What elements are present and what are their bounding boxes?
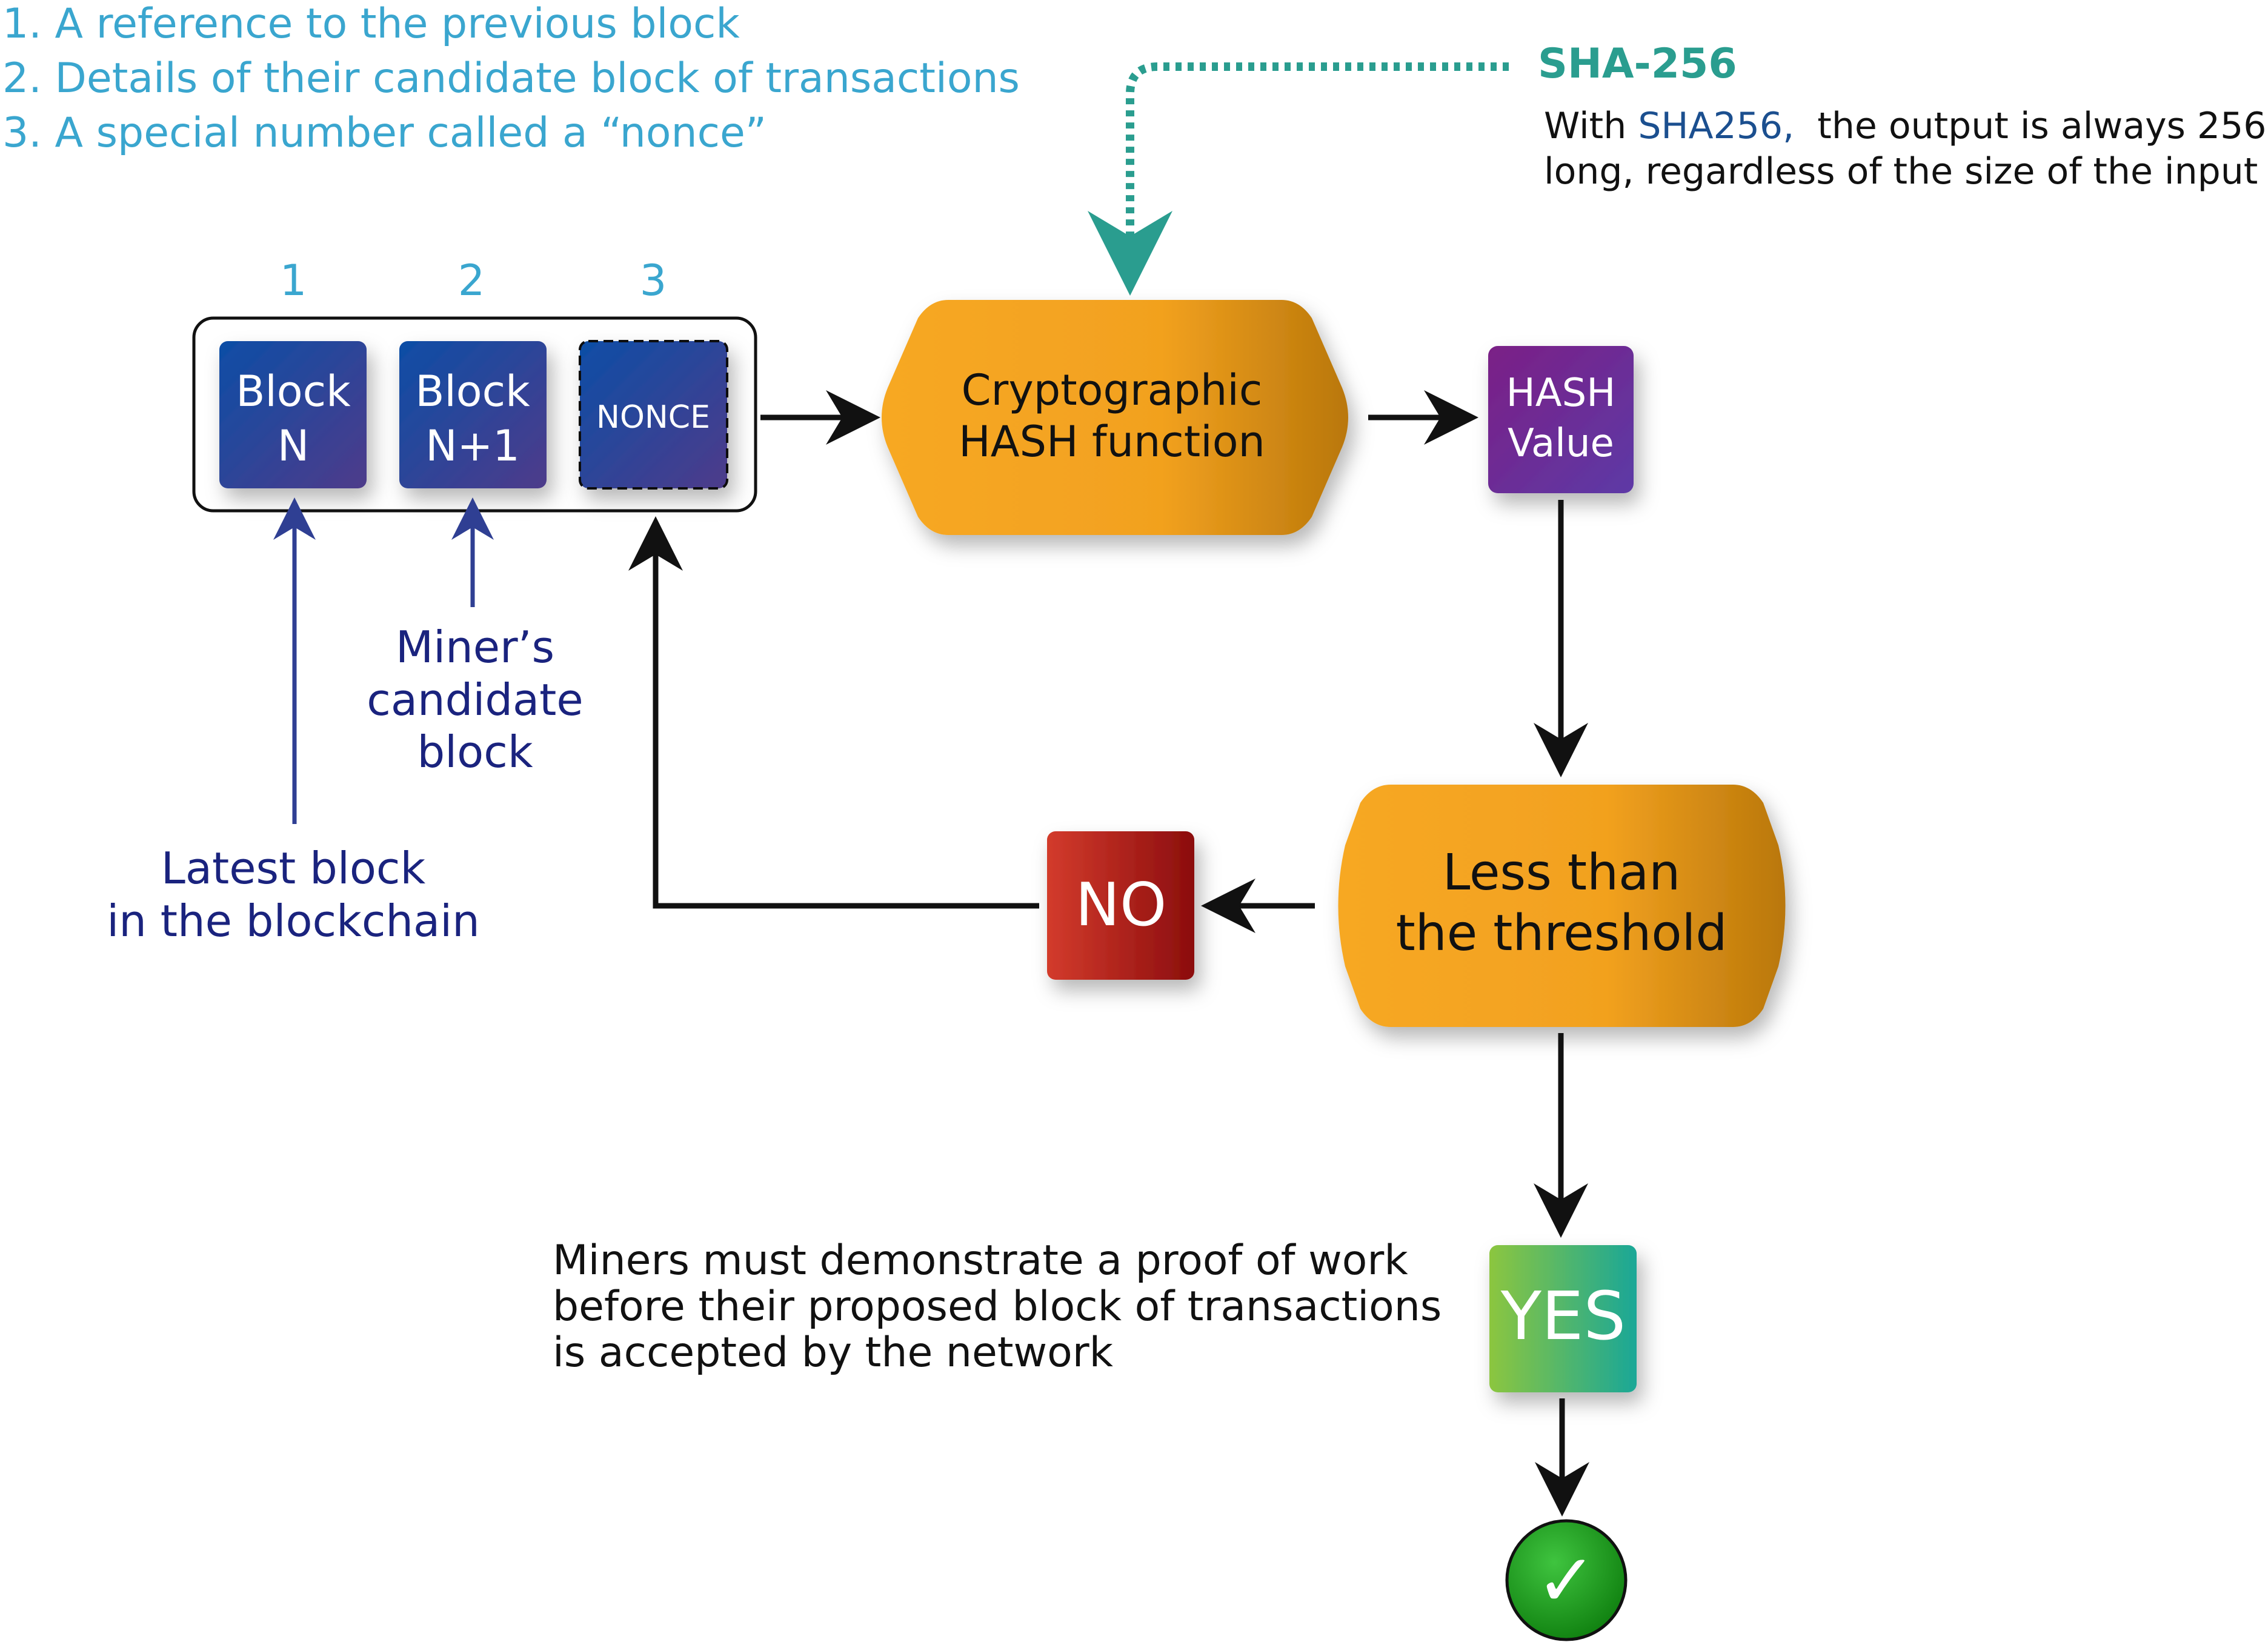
hash-function-node — [882, 300, 1348, 535]
column-number-1: 1 — [280, 256, 307, 305]
threshold-label-line1: Less than — [1443, 844, 1681, 902]
miner-candidate-caption: Miner’s candidate block — [367, 622, 583, 777]
intro-item-1: 1. A reference to the previous block — [2, 0, 740, 48]
nonce-block — [579, 340, 728, 490]
sha-desc-highlight: SHA256, — [1638, 105, 1794, 147]
hash-value-node — [1488, 346, 1634, 493]
arrow-no-to-nonce — [628, 516, 1039, 909]
latest-block-line2: in the blockchain — [107, 896, 480, 946]
no-node — [1047, 831, 1194, 980]
column-number-3: 3 — [640, 256, 667, 305]
no-label: NO — [1076, 871, 1166, 940]
sha-dotted-arrow — [1088, 62, 1509, 296]
hash-value-label-line2: Value — [1508, 421, 1614, 466]
yes-label: YES — [1500, 1277, 1626, 1355]
sha-description-line1: With SHA256, the output is always 256 bi… — [1544, 105, 2268, 147]
intro-item-3: 3. A special number called a “nonce” — [2, 109, 767, 157]
miner-candidate-line1: Miner’s — [396, 622, 554, 673]
check-circle — [1505, 1519, 1628, 1641]
latest-block-caption: Latest block in the blockchain — [107, 843, 480, 946]
threshold-label-line2: the threshold — [1396, 905, 1728, 962]
yes-node — [1489, 1245, 1637, 1392]
miner-candidate-line3: block — [417, 726, 533, 777]
hash-function-label-line1: Cryptographic — [962, 365, 1263, 415]
sha-description-line2: long, regardless of the size of the inpu… — [1544, 150, 2258, 193]
sha-desc-rest: the output is always 256 bits — [1794, 105, 2268, 147]
miner-candidate-line2: candidate — [367, 674, 583, 725]
column-number-2: 2 — [458, 256, 485, 305]
nonce-label: NONCE — [596, 399, 710, 436]
latest-block-line1: Latest block — [161, 843, 426, 894]
column-numbers: 1 2 3 — [280, 256, 667, 305]
proof-of-work-note: Miners must demonstrate a proof of work … — [553, 1237, 1442, 1377]
threshold-node — [1338, 785, 1786, 1027]
hash-function-label-line2: HASH function — [959, 417, 1265, 467]
intro-list: 1. A reference to the previous block 2. … — [2, 0, 1020, 157]
proof-note-line3: is accepted by the network — [553, 1329, 1114, 1377]
block-n-label-line2: N — [278, 421, 309, 471]
block-n-label-line1: Block — [236, 367, 351, 416]
proof-note-line2: before their proposed block of transacti… — [553, 1283, 1442, 1331]
check-icon: ✓ — [1536, 1539, 1597, 1623]
intro-item-2: 2. Details of their candidate block of t… — [2, 55, 1020, 102]
block-n-plus-1 — [399, 341, 547, 488]
sha-title: SHA-256 — [1538, 40, 1737, 88]
hash-value-label-line1: HASH — [1506, 371, 1616, 416]
block-n-plus-1-label-line2: N+1 — [425, 421, 520, 471]
block-n — [219, 341, 367, 488]
proof-note-line1: Miners must demonstrate a proof of work — [553, 1237, 1408, 1284]
block-n-plus-1-label-line1: Block — [415, 367, 530, 416]
sha-desc-prefix: With — [1544, 105, 1638, 147]
